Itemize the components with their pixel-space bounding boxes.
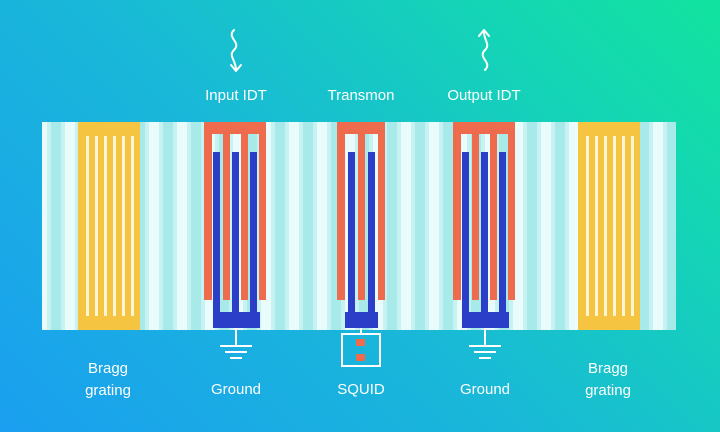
transmon-electrodes	[337, 122, 385, 328]
output-idt-label: Output IDT	[447, 87, 521, 104]
squid-icon	[341, 328, 381, 367]
output-idt-electrodes	[453, 122, 515, 328]
bragg-grating-left-label-line1: Bragg	[87, 360, 129, 377]
bragg-grating-right-label-line2: grating	[585, 382, 631, 399]
ground-icon	[469, 328, 501, 359]
wave-arrow-down-icon	[230, 29, 242, 72]
ground-right-label: Ground	[459, 381, 511, 398]
bragg-grating-right	[578, 122, 640, 330]
bragg-grating-right-label-line1: Bragg	[587, 360, 629, 377]
input-idt-electrodes	[204, 122, 266, 328]
bragg-grating-left	[78, 122, 140, 330]
wave-arrow-up-icon	[478, 29, 490, 71]
ground-icon	[220, 328, 252, 359]
transmon-label: Transmon	[327, 87, 395, 104]
squid-label: SQUID	[337, 381, 385, 398]
ground-left-label: Ground	[210, 381, 262, 398]
input-idt-label: Input IDT	[205, 87, 267, 104]
bragg-grating-left-label-line2: grating	[85, 382, 131, 399]
